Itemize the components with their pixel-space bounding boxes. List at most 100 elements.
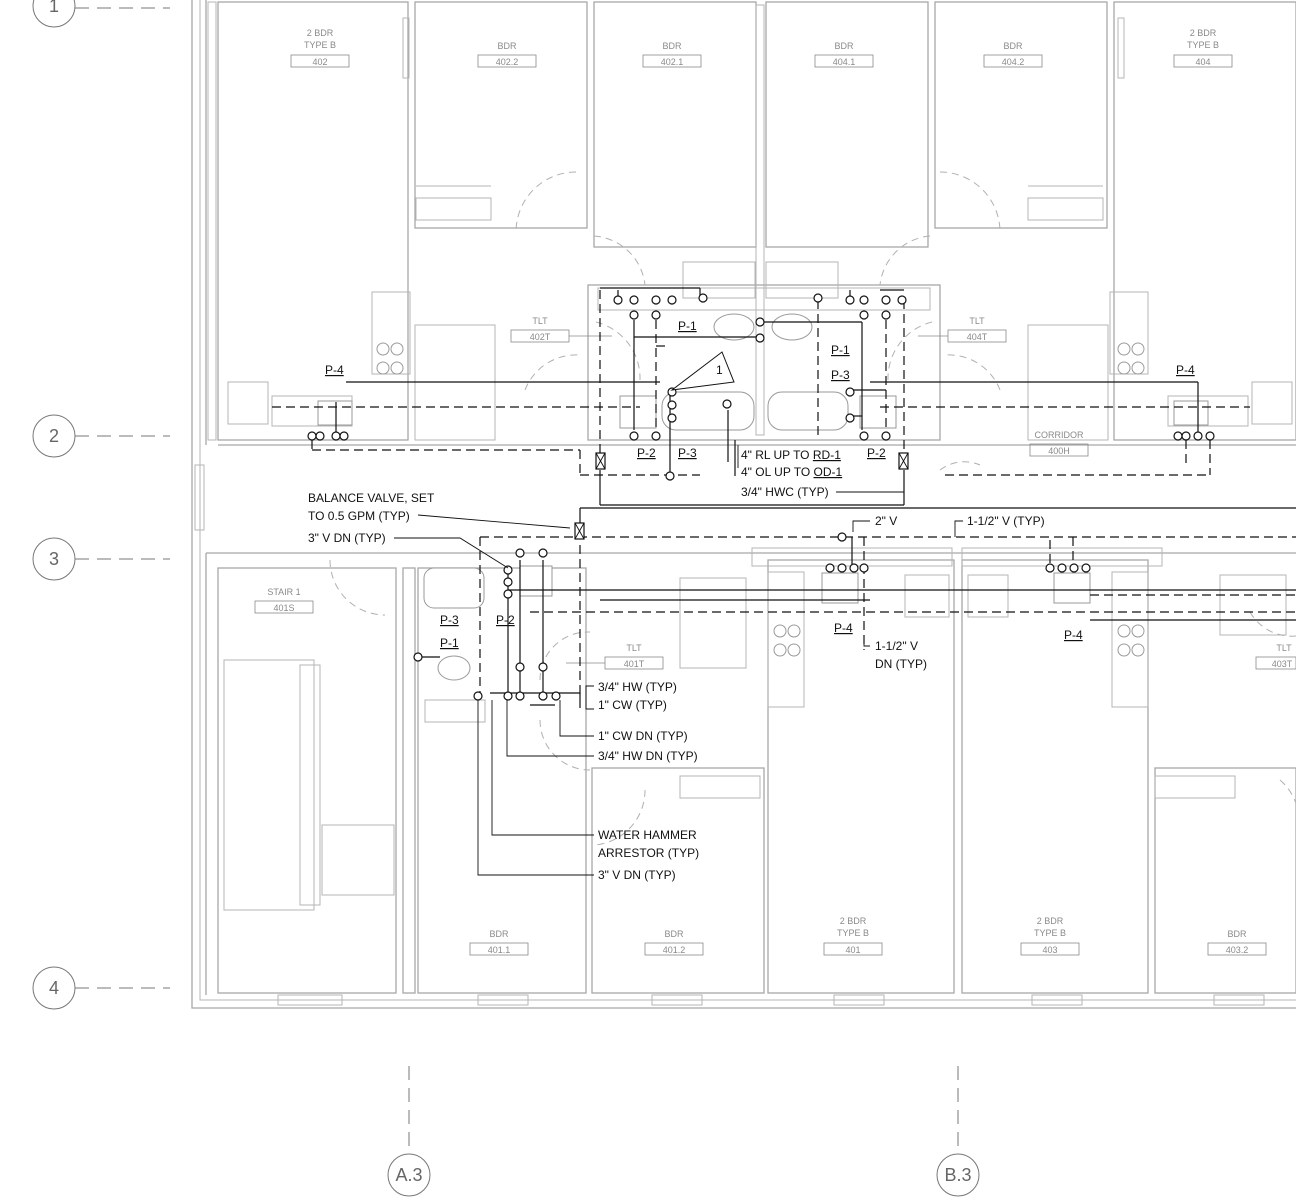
room-name: TLT (626, 643, 642, 653)
room-sub: TYPE B (1034, 928, 1066, 938)
room-labels: 2 BDR TYPE B 402 BDR 402.2 BDR 402.1 BDR… (254, 28, 1296, 956)
room-401-2: BDR 401.2 (644, 929, 704, 956)
room-name: BDR (489, 929, 509, 939)
fixture-tag-p2-404t: P-2 (867, 446, 886, 460)
room-number: 402.1 (661, 57, 684, 67)
note-1in-cw: 1" CW (TYP) (598, 698, 667, 712)
fixture-tag-p1-402t: P-1 (678, 319, 697, 333)
valves-fittings (307, 293, 1215, 701)
room-name: 2 BDR (1190, 28, 1217, 38)
fixture-tag-p2-402t: P-2 (637, 446, 656, 460)
fixture-tag-p4-402: P-4 (325, 363, 344, 377)
room-403t: TLT 403T (1255, 643, 1296, 670)
note-3in-vent-dn: 3" V DN (TYP) (308, 531, 386, 545)
note-3-4in-hw: 3/4" HW (TYP) (598, 680, 677, 694)
room-name: BDR (1227, 929, 1247, 939)
section-marker-number: 1 (716, 363, 723, 377)
note-ol-up: 4" OL UP TO OD-1 (741, 465, 843, 479)
architectural-walls (191, 0, 1296, 1009)
room-name: BDR (834, 41, 854, 51)
grid-bubble-a3 (387, 1153, 431, 1197)
fixture-tag-p1-401t: P-1 (440, 636, 459, 650)
room-number: 401 (845, 945, 860, 955)
room-number: 401.1 (488, 945, 511, 955)
room-404t: TLT 404T (918, 316, 1007, 343)
note-2in-vent: 2" V (875, 514, 897, 528)
room-number: 402 (312, 57, 327, 67)
door-swings (329, 171, 1296, 846)
room-number: 404T (967, 332, 988, 342)
note-1-5in-vent: 1-1/2" V (TYP) (967, 514, 1045, 528)
note-balance-valve-line1: BALANCE VALVE, SET (308, 491, 435, 505)
grid-label-3: 3 (49, 549, 59, 569)
room-number: 402T (530, 332, 551, 342)
fixture-tag-p4-401: P-4 (834, 621, 853, 635)
room-name: BDR (1003, 41, 1023, 51)
room-number: 404 (1195, 57, 1210, 67)
grid-label-b3: B.3 (944, 1165, 971, 1185)
room-403-2: BDR 403.2 (1207, 929, 1267, 956)
room-name: 2 BDR (1037, 916, 1064, 926)
room-name: 2 BDR (307, 28, 334, 38)
grid-label-2: 2 (49, 426, 59, 446)
room-404: 2 BDR TYPE B 404 (1173, 28, 1233, 68)
note-3in-vent-dn-b: 3" V DN (TYP) (598, 868, 676, 882)
room-404-2: BDR 404.2 (983, 41, 1043, 68)
note-water-hammer-line1: WATER HAMMER (598, 828, 697, 842)
room-404-1: BDR 404.1 (814, 41, 874, 68)
note-1in-cw-dn: 1" CW DN (TYP) (598, 729, 688, 743)
grid-label-a3: A.3 (395, 1165, 422, 1185)
room-402: 2 BDR TYPE B 402 (290, 28, 350, 68)
room-number: 403 (1042, 945, 1057, 955)
room-name: 2 BDR (840, 916, 867, 926)
room-number: 404.2 (1002, 57, 1025, 67)
grid-bubble-1 (32, 0, 76, 28)
piping (272, 287, 1296, 708)
room-name: STAIR 1 (267, 587, 300, 597)
room-401t: TLT 401T (566, 643, 664, 670)
room-name: BDR (662, 41, 682, 51)
room-name: BDR (497, 41, 517, 51)
fixture-tag-p2-401t: P-2 (496, 613, 515, 627)
room-402-1: BDR 402.1 (642, 41, 702, 68)
room-sub: TYPE B (837, 928, 869, 938)
room-sub: TYPE B (304, 40, 336, 50)
room-number: 401S (273, 603, 294, 613)
note-balance-valve-line2: TO 0.5 GPM (TYP) (308, 509, 410, 523)
room-number: 400H (1048, 446, 1070, 456)
plumbing-notes: 4" RL UP TO RD-1 4" OL UP TO OD-1 3/4" H… (308, 445, 1045, 882)
note-hwc: 3/4" HWC (TYP) (741, 485, 829, 499)
note-rl-up: 4" RL UP TO RD-1 (741, 448, 841, 462)
fixture-tag-p4-403: P-4 (1064, 628, 1083, 642)
fixture-tags: P-4 P-4 P-1 P-1 P-3 P-2 P-3 P-2 P-3 P-2 … (325, 319, 1195, 650)
room-402t: TLT 402T (510, 316, 612, 343)
grid-label-4: 4 (49, 978, 59, 998)
plumbing-fixtures (317, 313, 1209, 681)
room-number: 401.2 (663, 945, 686, 955)
note-1-5in-vent-dn-line1: 1-1/2" V (875, 639, 918, 653)
grid-bubble-b3 (936, 1153, 980, 1197)
room-number: 401T (624, 659, 645, 669)
room-403: 2 BDR TYPE B 403 (1020, 916, 1080, 956)
room-401: 2 BDR TYPE B 401 (823, 916, 883, 956)
room-number: 403.2 (1226, 945, 1249, 955)
fixture-tag-p1-404t: P-1 (831, 343, 850, 357)
room-401-1: BDR 401.1 (469, 929, 529, 956)
grid-lines: 1 2 3 4 A.3 B.3 (32, 0, 980, 1197)
room-name: BDR (664, 929, 684, 939)
fixture-tag-p3-402t: P-3 (678, 446, 697, 460)
note-3-4in-hw-dn: 3/4" HW DN (TYP) (598, 749, 698, 763)
room-400h: CORRIDOR 400H (1029, 430, 1089, 457)
grid-label-1: 1 (49, 0, 59, 16)
note-water-hammer-line2: ARRESTOR (TYP) (598, 846, 699, 860)
room-401s: STAIR 1 401S (254, 587, 314, 614)
room-number: 403T (1272, 659, 1293, 669)
fixture-tag-p3-404t: P-3 (831, 368, 850, 382)
room-sub: TYPE B (1187, 40, 1219, 50)
room-name: CORRIDOR (1035, 430, 1084, 440)
room-402-2: BDR 402.2 (477, 41, 537, 68)
room-number: 404.1 (833, 57, 856, 67)
note-1-5in-vent-dn-line2: DN (TYP) (875, 657, 927, 671)
room-name: TLT (969, 316, 985, 326)
